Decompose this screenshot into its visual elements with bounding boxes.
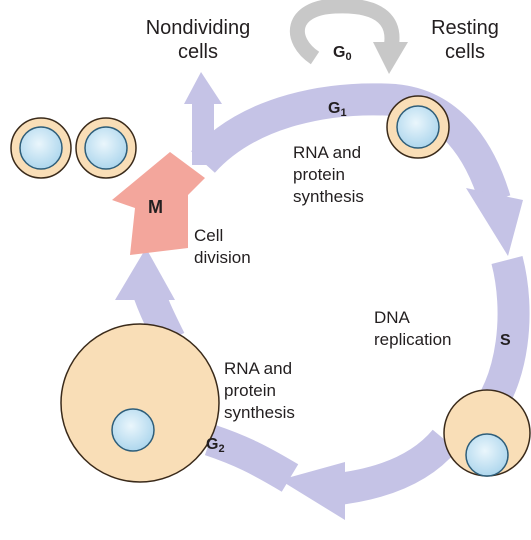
nondividing-branch-arrow xyxy=(184,72,222,165)
g2-text-line-2: protein xyxy=(224,381,276,400)
g0-loop-arrow xyxy=(289,0,408,74)
dna-replication-line-2: replication xyxy=(374,330,452,349)
m-label: M xyxy=(148,197,163,217)
g2-text-line-3: synthesis xyxy=(224,403,295,422)
g2-text-line-1: RNA and xyxy=(224,359,293,378)
resting-cells-label: Resting cells xyxy=(413,16,517,64)
cell-division-line-2: division xyxy=(194,248,251,267)
g0-subscript: 0 xyxy=(345,51,352,63)
g1-arc-arrow xyxy=(191,83,523,256)
m-phase-arrow xyxy=(112,152,205,255)
g2-subscript: 2 xyxy=(218,443,225,455)
nondividing-cells-label: Nondividing cells xyxy=(111,16,285,64)
g1-text-line-3: synthesis xyxy=(293,187,364,206)
dna-replication-label: DNA replication xyxy=(374,307,452,351)
dna-replication-line-1: DNA xyxy=(374,308,410,327)
g1-subscript: 1 xyxy=(340,107,347,119)
g2-synthesis-label: RNA and protein synthesis xyxy=(224,358,295,424)
bottom-arc-arrow xyxy=(280,429,458,520)
g2-letter: G xyxy=(206,436,219,453)
s-label: S xyxy=(500,332,511,349)
nondividing-cell-2 xyxy=(75,117,137,179)
g1-cell xyxy=(386,95,450,159)
g2-cell xyxy=(60,323,220,483)
g1-letter: G xyxy=(328,100,341,117)
g1-label: G1 xyxy=(328,100,347,122)
cell-division-line-1: Cell xyxy=(194,226,224,245)
nondividing-cell-1 xyxy=(10,117,72,179)
nondividing-line-1: Nondividing xyxy=(145,17,251,39)
s-cell xyxy=(443,389,531,477)
resting-line-2: cells xyxy=(444,41,485,63)
g0-label: G0 xyxy=(333,44,352,66)
g1-synthesis-label: RNA and protein synthesis xyxy=(293,142,364,208)
resting-line-1: Resting xyxy=(431,17,499,39)
g0-letter: G xyxy=(333,44,346,61)
g1-text-line-2: protein xyxy=(293,165,345,184)
g1-text-line-1: RNA and xyxy=(293,143,362,162)
cell-division-label: Cell division xyxy=(194,225,251,269)
g2-label: G2 xyxy=(206,436,225,458)
nondividing-line-2: cells xyxy=(177,41,218,63)
